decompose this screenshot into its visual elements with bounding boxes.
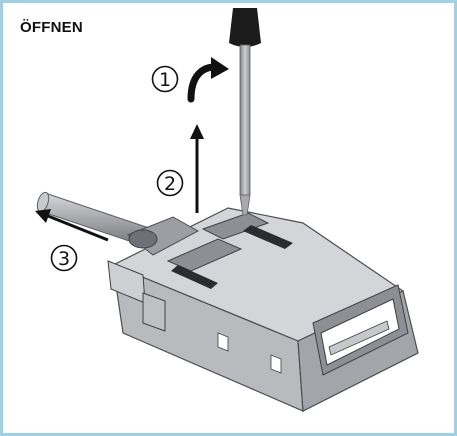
step-3-marker: 3 [35,209,109,272]
pull-arrow-head-icon [35,209,51,223]
section-title: ÖFFNEN [20,19,83,36]
connector-opening-illustration: 1 2 3 [35,8,419,412]
rotate-arrow-head-icon [211,57,229,79]
pull-arrow-icon [47,214,109,242]
step-3-number: 3 [58,248,70,270]
step-2-circle [156,169,184,197]
step-1-marker: 1 [151,57,229,103]
up-arrow-head-icon [190,124,204,139]
step-1-circle [151,65,179,93]
connector-housing [107,207,419,412]
step-3-circle [50,244,78,272]
step-2-marker: 2 [156,124,204,213]
screwdriver [229,8,261,216]
step-1-number: 1 [159,69,171,91]
step-2-number: 2 [164,173,176,195]
